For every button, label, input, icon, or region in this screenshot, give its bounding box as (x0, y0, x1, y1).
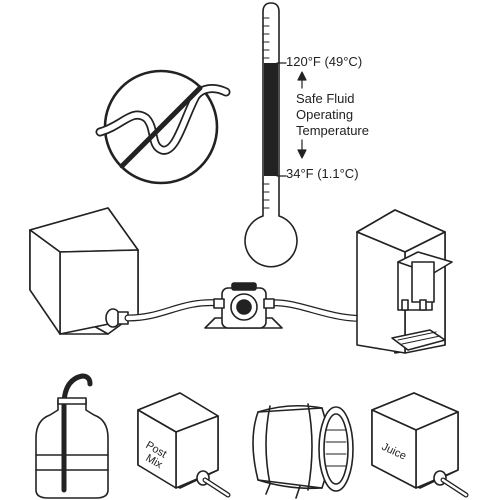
thermometer-safe-range (264, 63, 278, 176)
barrel (252, 403, 354, 499)
thermometer-icon (244, 2, 298, 268)
beverage-dispenser (356, 209, 453, 354)
water-jug (35, 373, 109, 499)
safe-range-line1: Safe Fluid (296, 91, 355, 106)
safe-range-label: Safe Fluid Operating Temperature (296, 91, 369, 139)
max-temperature-label: 120°F (49°C) (286, 54, 363, 69)
range-arrows (297, 71, 307, 159)
juice-box (371, 392, 469, 498)
post-mix-box (137, 392, 231, 498)
no-coiled-hose-icon (95, 69, 231, 185)
safe-range-line3: Temperature (296, 123, 369, 138)
min-temperature-label: 34°F (1.1°C) (286, 166, 359, 181)
safe-range-line2: Operating (296, 107, 354, 122)
bag-in-box-container (29, 207, 139, 335)
pump (204, 282, 283, 329)
